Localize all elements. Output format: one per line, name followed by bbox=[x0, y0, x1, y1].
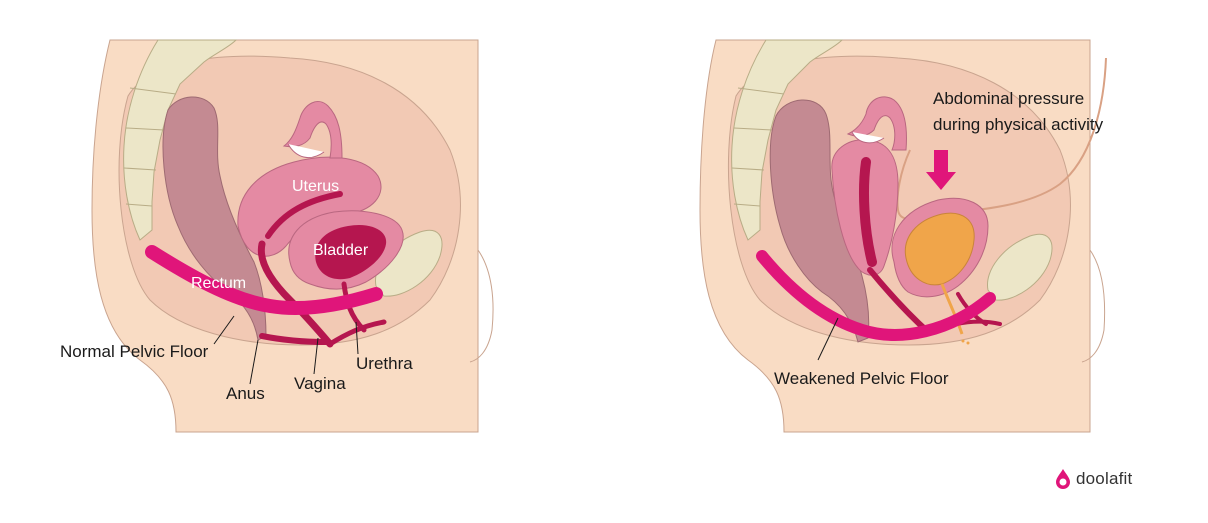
drop-logo-icon bbox=[1056, 469, 1070, 489]
right-sacrum bbox=[731, 39, 844, 241]
right-pubic-bone bbox=[987, 233, 1053, 301]
right-rectum bbox=[769, 99, 870, 343]
label-weakened-pelvic-floor: Weakened Pelvic Floor bbox=[774, 369, 949, 388]
label-abdominal-pressure-line2: during physical activity bbox=[933, 115, 1104, 134]
left-pelvic-floor-muscle bbox=[145, 245, 383, 316]
label-bladder: Bladder bbox=[313, 242, 369, 259]
right-diagram: Abdominal pressure during physical activ… bbox=[699, 39, 1107, 433]
label-abdominal-pressure-line1: Abdominal pressure bbox=[933, 89, 1084, 108]
left-sacrum bbox=[123, 39, 238, 241]
left-vagina bbox=[257, 240, 334, 348]
label-normal-pelvic-floor: Normal Pelvic Floor bbox=[60, 342, 209, 361]
label-rectum: Rectum bbox=[191, 275, 246, 292]
right-buttock bbox=[1081, 249, 1106, 363]
label-uterus: Uterus bbox=[292, 178, 339, 195]
left-buttock bbox=[469, 249, 494, 363]
pressure-arrow-icon bbox=[926, 150, 956, 190]
label-urethra: Urethra bbox=[356, 354, 413, 373]
right-fallopian-tube bbox=[846, 96, 907, 151]
brand-name: doolafit bbox=[1076, 469, 1133, 488]
label-anus: Anus bbox=[226, 384, 265, 403]
brand-logo: doolafit bbox=[1054, 468, 1132, 490]
left-diagram: Uterus Bladder Rectum Normal Pelvic Floo… bbox=[60, 39, 494, 433]
label-vagina: Vagina bbox=[294, 374, 346, 393]
left-fallopian-tube bbox=[282, 101, 343, 159]
right-pelvic-floor-muscle bbox=[756, 250, 996, 341]
